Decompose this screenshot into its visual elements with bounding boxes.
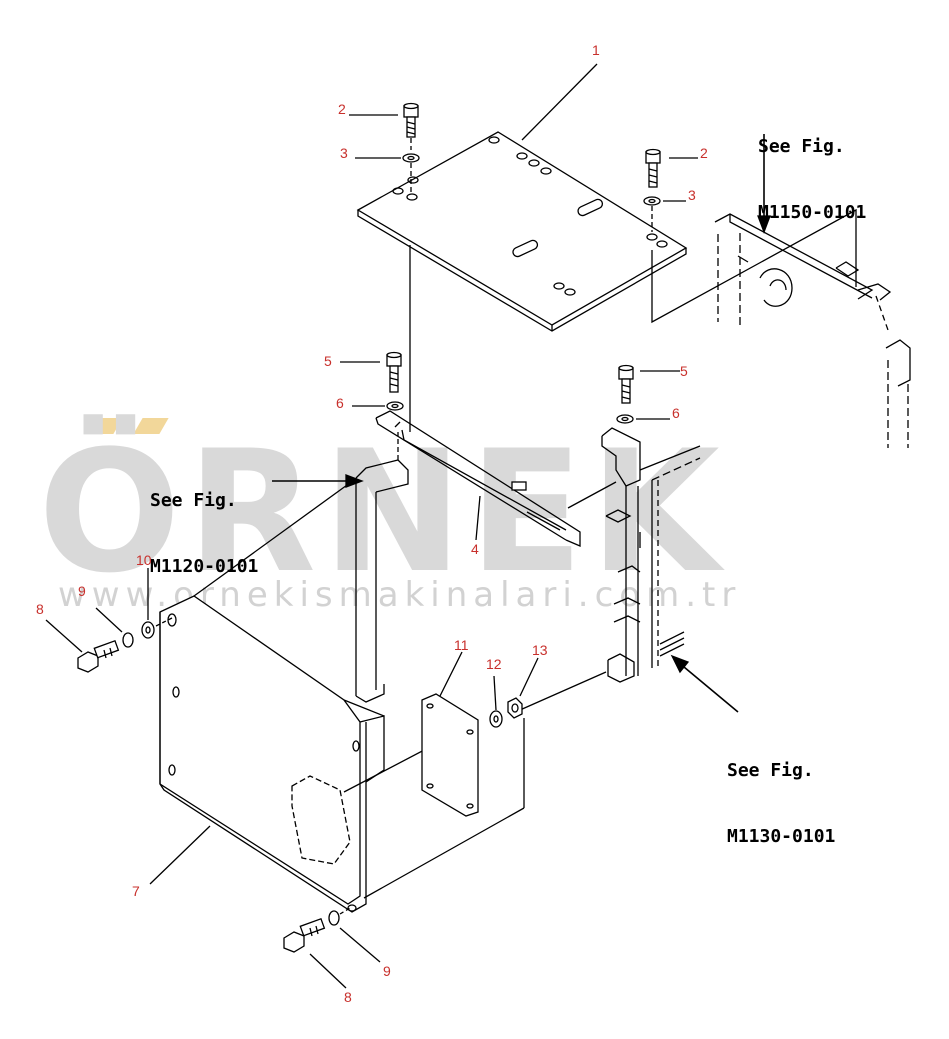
washer-9-lower <box>328 910 340 926</box>
reference-line1: See Fig. <box>758 136 845 157</box>
nut-13 <box>507 697 523 719</box>
washer-9-upper <box>122 632 134 648</box>
reference-line2: M1120-0101 <box>150 556 259 577</box>
callout-2: 2 <box>338 101 346 117</box>
callout-6: 6 <box>336 395 344 411</box>
washer-12 <box>489 710 503 728</box>
reference-line2: M1150-0101 <box>758 202 867 223</box>
reference-m1130: See Fig. M1130-0101 <box>727 716 835 892</box>
long-bracket <box>375 410 581 547</box>
washer-10 <box>141 621 155 639</box>
callout-13: 13 <box>532 642 548 658</box>
callout-5: 5 <box>680 363 688 379</box>
callout-3: 3 <box>688 187 696 203</box>
reference-line1: See Fig. <box>150 490 237 511</box>
frame-m1120 <box>355 432 409 703</box>
callout-8: 8 <box>36 601 44 617</box>
callout-5: 5 <box>324 353 332 369</box>
bolt-2-right <box>643 148 661 232</box>
callout-11: 11 <box>454 637 469 653</box>
bolt-8-upper <box>77 639 120 673</box>
watermark-brand: ÖRNEK <box>38 414 726 610</box>
callout-6: 6 <box>672 405 680 421</box>
reference-line2: M1130-0101 <box>727 826 836 847</box>
callout-9: 9 <box>383 963 391 979</box>
side-cover <box>159 595 385 913</box>
bolt-5-left <box>386 351 404 411</box>
callout-4: 4 <box>471 541 479 557</box>
bolt-8-lower <box>283 917 326 953</box>
callout-12: 12 <box>486 656 502 672</box>
reference-line1: See Fig. <box>727 760 814 781</box>
callout-9: 9 <box>78 583 86 599</box>
frame-m1130 <box>567 427 701 683</box>
callout-2: 2 <box>700 145 708 161</box>
reference-m1120: See Fig. M1120-0101 <box>150 446 258 622</box>
callout-7: 7 <box>132 883 140 899</box>
cover-plate <box>356 131 688 332</box>
callout-3: 3 <box>340 145 348 161</box>
bolt-5-right <box>616 364 634 424</box>
bolt-2-left <box>402 102 420 193</box>
reference-m1150: See Fig. M1150-0101 <box>758 92 866 268</box>
callout-1: 1 <box>592 42 600 58</box>
callout-8: 8 <box>344 989 352 1005</box>
callout-10: 10 <box>136 552 152 568</box>
frame-m1150 <box>714 213 911 448</box>
small-plate <box>421 693 479 817</box>
